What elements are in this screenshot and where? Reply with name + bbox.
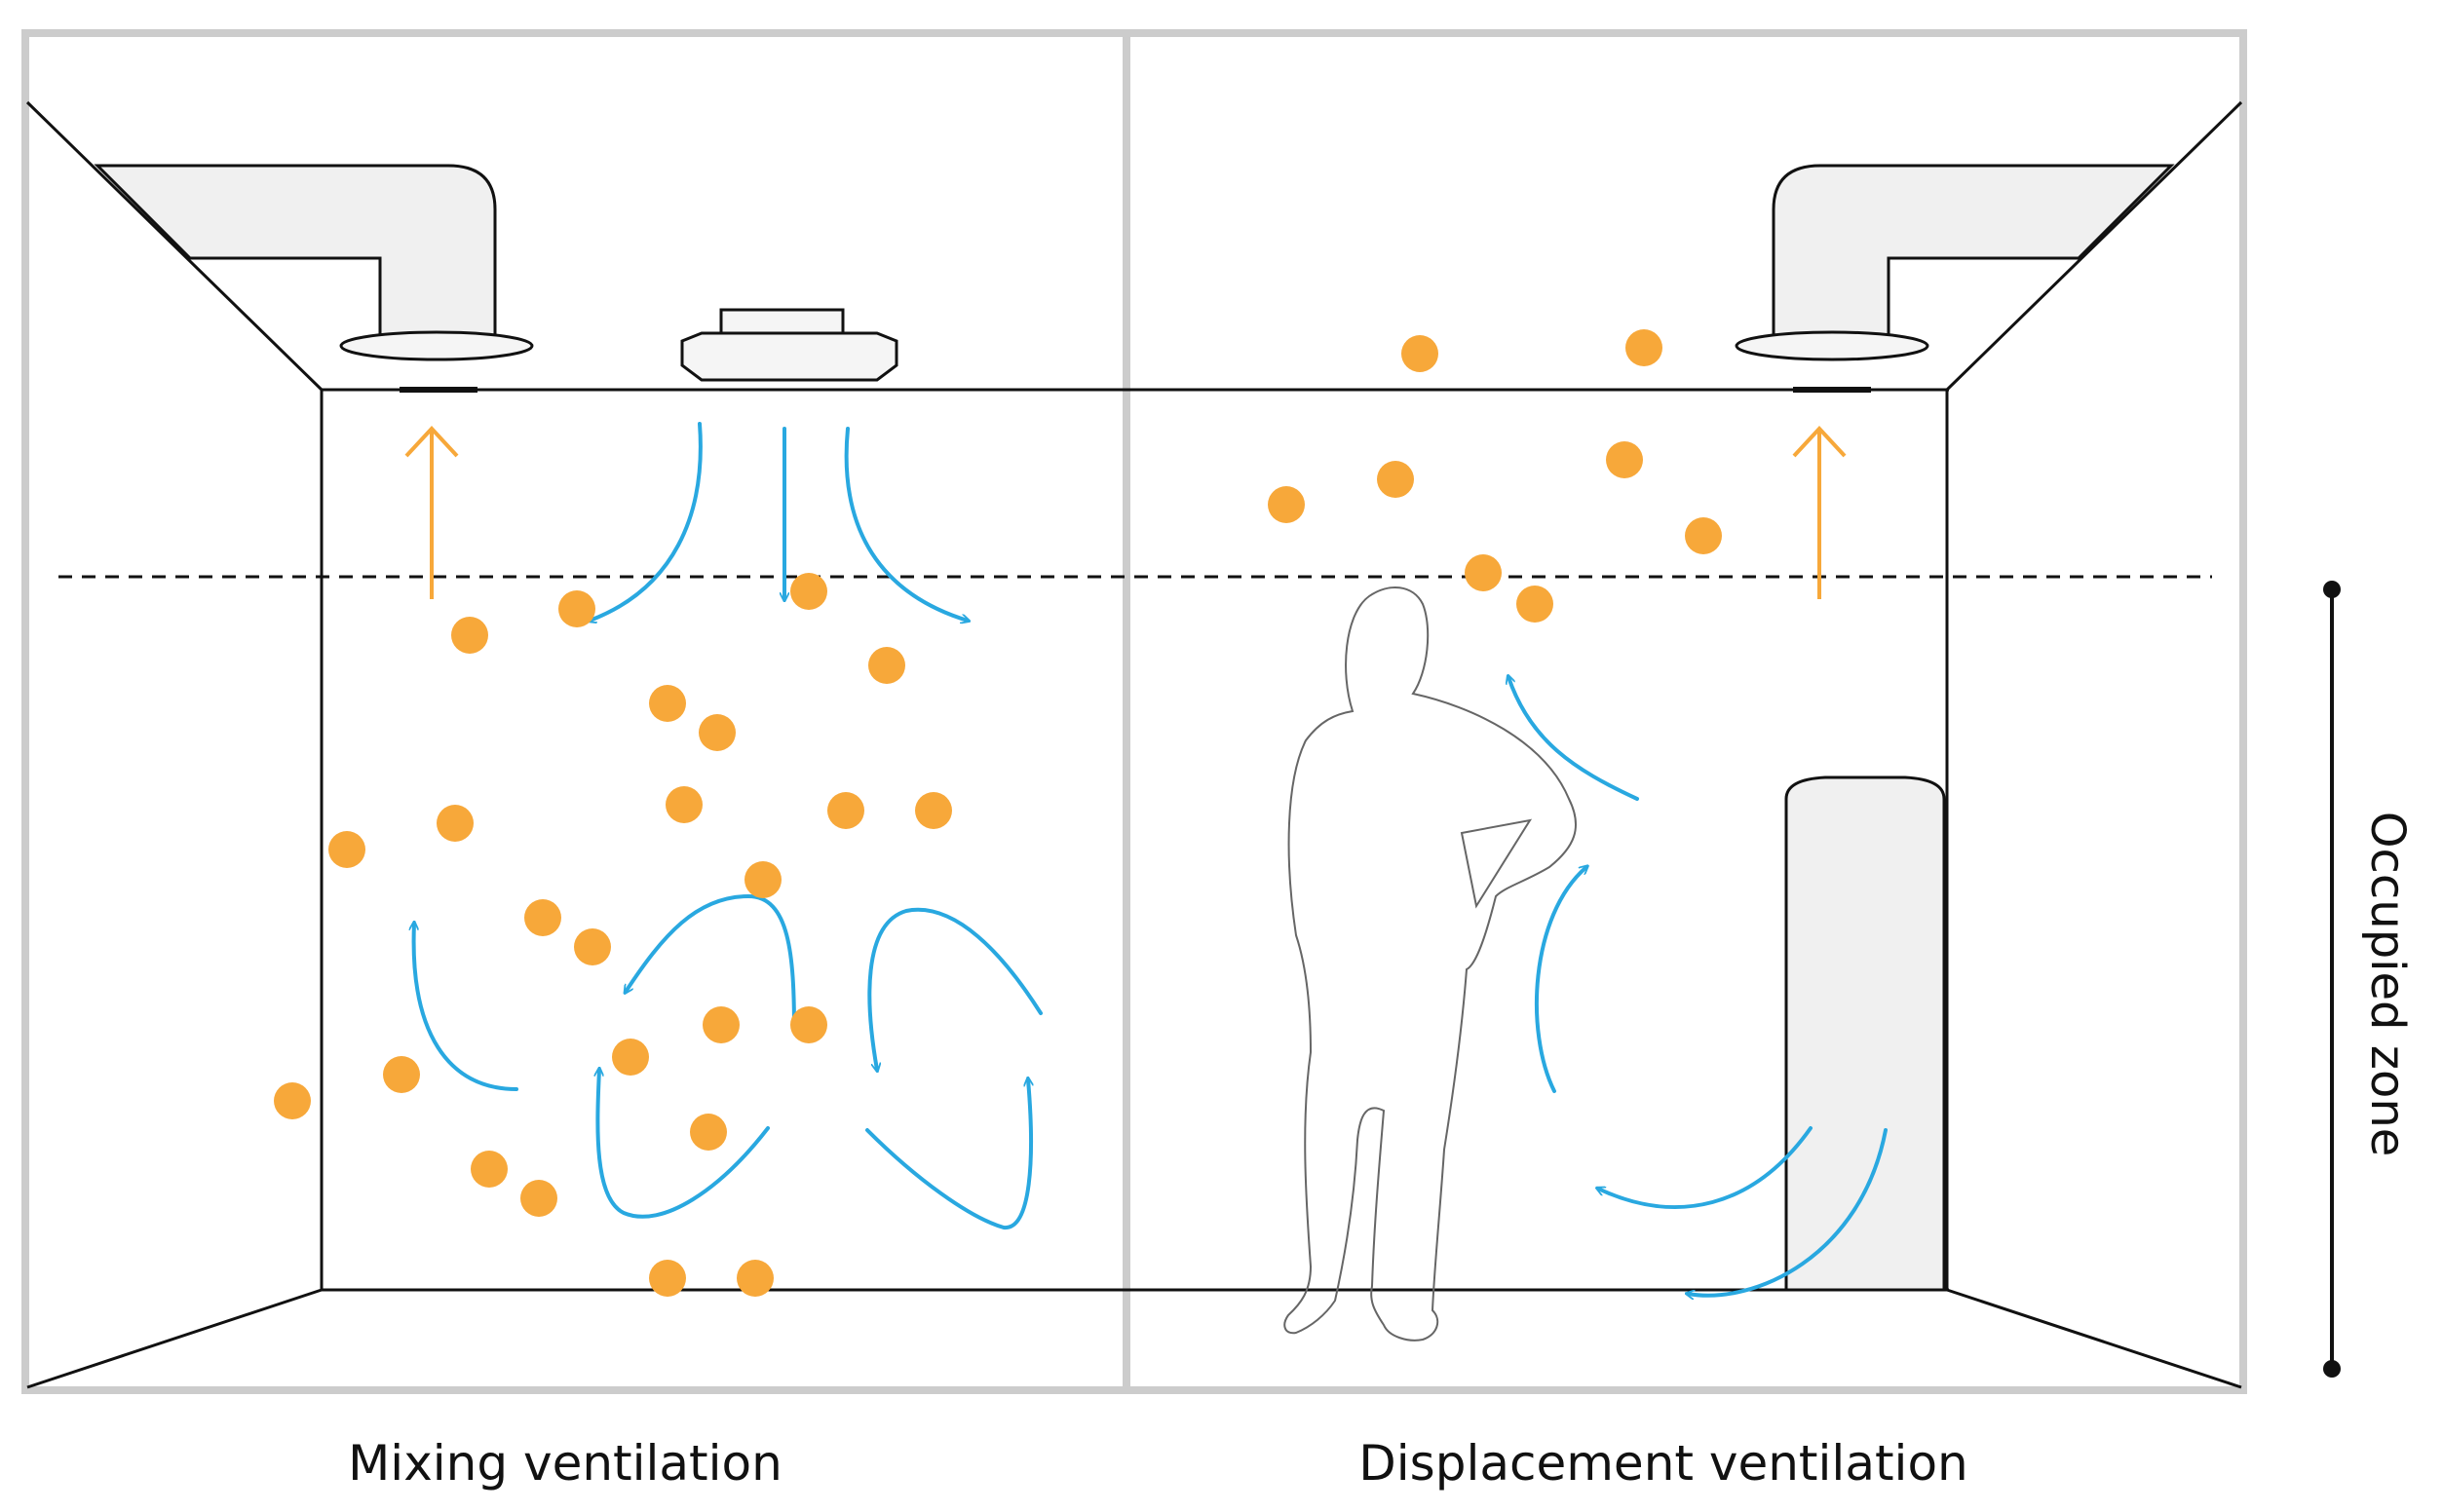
contaminant-particle bbox=[558, 590, 595, 627]
contaminant-particle bbox=[1401, 335, 1438, 372]
contaminant-particle bbox=[1268, 486, 1305, 523]
contaminant-particle bbox=[699, 714, 736, 751]
contaminant-particle bbox=[1377, 461, 1414, 498]
contaminant-particle bbox=[868, 647, 905, 684]
particles bbox=[274, 329, 1722, 1297]
airflow-arrow bbox=[1508, 677, 1639, 801]
displacement-ventilation-caption: Displacement ventilation bbox=[1358, 1435, 1968, 1492]
occupied-zone-bar bbox=[2323, 581, 2341, 1378]
person-outline-icon bbox=[1283, 586, 1578, 1342]
contaminant-particle bbox=[524, 899, 561, 936]
contaminant-particle bbox=[666, 786, 703, 823]
contaminant-particle bbox=[649, 1260, 686, 1297]
contaminant-particle bbox=[1685, 517, 1722, 554]
airflow-arrows-mixing bbox=[414, 422, 1043, 1230]
airflow-arrow bbox=[590, 422, 703, 621]
displacement-diffuser-unit bbox=[1784, 775, 1946, 1292]
outer-frame bbox=[21, 29, 2247, 1394]
occupied-zone-label: Occupied zone bbox=[2360, 811, 2415, 1157]
contaminant-particle bbox=[520, 1180, 557, 1217]
contaminant-particle bbox=[827, 792, 864, 829]
exhaust-duct-left bbox=[94, 164, 534, 393]
contaminant-particle bbox=[437, 805, 474, 842]
contaminant-particle bbox=[471, 1151, 508, 1188]
contaminant-particle bbox=[274, 1082, 311, 1119]
exhaust-arrow-left bbox=[404, 426, 459, 599]
contaminant-particle bbox=[1625, 329, 1662, 366]
contaminant-particle bbox=[915, 792, 952, 829]
airflow-arrow bbox=[844, 427, 968, 621]
contaminant-particle bbox=[1606, 441, 1643, 478]
airflow-arrows-displacement bbox=[1508, 677, 1888, 1296]
airflow-arrow bbox=[865, 1079, 1031, 1230]
mixing-ventilation-caption: Mixing ventilation bbox=[348, 1435, 783, 1492]
contaminant-particle bbox=[649, 685, 686, 722]
room-lines bbox=[25, 100, 2243, 1389]
contaminant-particle bbox=[703, 1006, 740, 1043]
contaminant-particle bbox=[790, 1006, 827, 1043]
contaminant-particle bbox=[383, 1056, 420, 1093]
contaminant-particle bbox=[744, 861, 782, 898]
contaminant-particle bbox=[451, 617, 488, 654]
exhaust-duct-right bbox=[1735, 164, 2175, 393]
contaminant-particle bbox=[1516, 586, 1553, 623]
airflow-arrow bbox=[1535, 867, 1586, 1093]
contaminant-particle bbox=[574, 928, 611, 965]
contaminant-particle bbox=[790, 573, 827, 610]
airflow-arrow bbox=[414, 924, 518, 1091]
exhaust-arrow-right bbox=[1792, 426, 1847, 599]
ceiling-diffuser bbox=[680, 308, 898, 382]
airflow-arrow bbox=[597, 1070, 770, 1219]
contaminant-particle bbox=[690, 1114, 727, 1151]
contaminant-particle bbox=[737, 1260, 774, 1297]
airflow-arrow bbox=[1598, 1126, 1813, 1209]
contaminant-particle bbox=[328, 831, 365, 868]
airflow-arrow bbox=[1688, 1128, 1888, 1296]
airflow-arrow bbox=[867, 907, 1043, 1070]
airflow-arrow bbox=[626, 893, 796, 1033]
contaminant-particle bbox=[1465, 554, 1502, 591]
contaminant-particle bbox=[612, 1039, 649, 1076]
